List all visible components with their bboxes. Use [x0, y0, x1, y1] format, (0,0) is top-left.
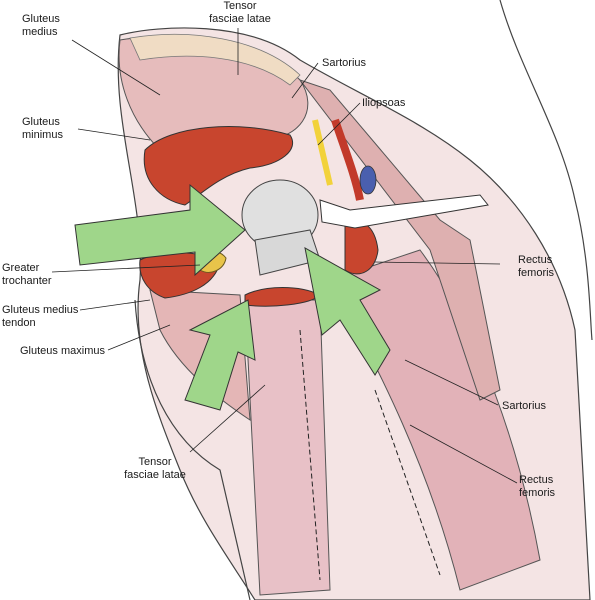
- label-rectus-femoris-bottom: Rectus femoris: [519, 474, 556, 499]
- arrow-lateral: [74, 183, 246, 277]
- femoral-nerve: [312, 119, 333, 186]
- incision-line-2: [374, 389, 441, 576]
- label-sartorius-top: Sartorius: [322, 57, 367, 69]
- label-rectus-femoris-top: Rectus femoris: [518, 254, 555, 279]
- buttock-outline: [134, 299, 251, 600]
- label-gluteus-medius-tendon: Gluteus medius tendon: [2, 304, 79, 329]
- sartorius-muscle: [298, 79, 501, 401]
- label-tensor-fasciae-latae-bottom: Tensor fasciae latae: [124, 456, 186, 481]
- label-sartorius-bottom: Sartorius: [502, 400, 547, 412]
- arrow-anterior: [304, 247, 391, 376]
- arrow-posterior: [184, 299, 256, 411]
- label-gluteus-maximus: Gluteus maximus: [20, 345, 105, 357]
- label-gluteus-minimus: Gluteus minimus: [22, 116, 63, 141]
- gluteus-minimus-cut: [143, 126, 293, 206]
- tensor-fasciae-latae-muscle: [244, 299, 331, 596]
- incision-line: [299, 329, 321, 581]
- posterior-outline: [499, 0, 593, 341]
- leader-lines: [51, 28, 518, 484]
- femoral-artery: [331, 118, 364, 201]
- iliac-crest-fat: [129, 33, 301, 86]
- femoral-vein: [359, 165, 377, 195]
- label-iliopsoas: Iliopsoas: [362, 97, 406, 109]
- label-tensor-fasciae-latae-top: Tensor fasciae latae: [209, 0, 271, 25]
- retractor: [319, 194, 489, 229]
- label-greater-trochanter: Greater trochanter: [2, 262, 52, 287]
- label-gluteus-medius: Gluteus medius: [22, 13, 60, 38]
